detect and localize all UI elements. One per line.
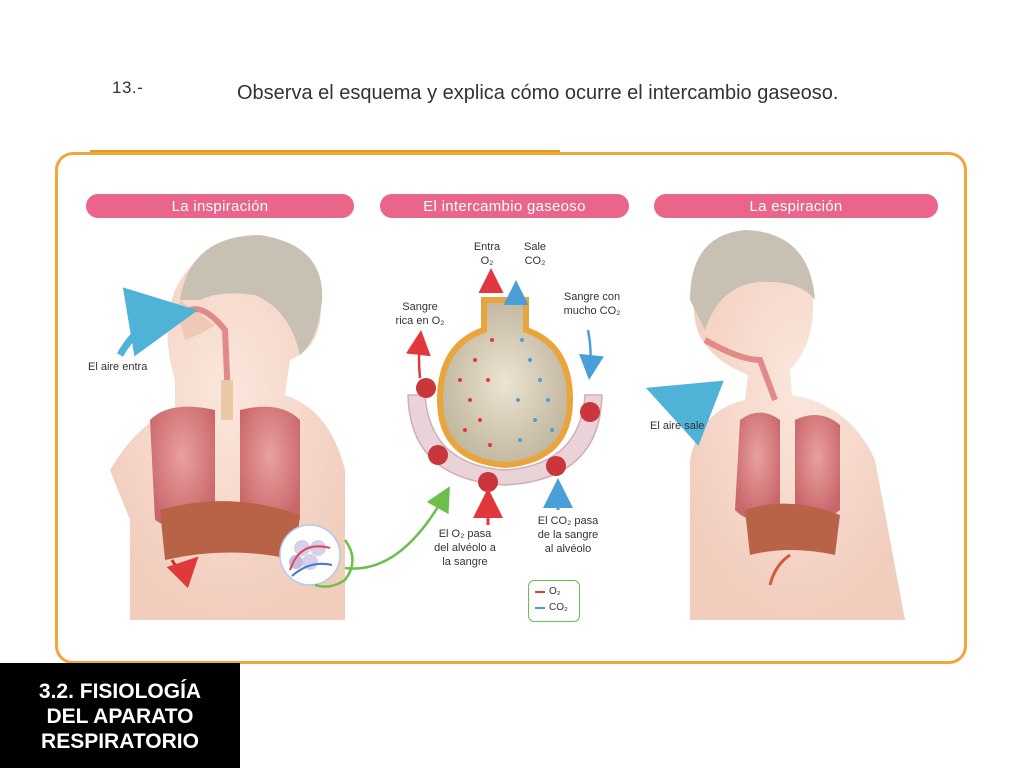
label-co2-rich-line2: mucho CO₂ — [563, 305, 621, 317]
label-co2-passes-line1: El CO₂ pasa — [537, 515, 599, 527]
legend-o2-label: O₂ — [549, 586, 561, 597]
label-air-exits: El aire sale — [650, 420, 705, 432]
legend-co2: CO₂ — [535, 602, 568, 613]
legend-co2-swatch — [535, 606, 545, 609]
label-blood-o2-rich: Sangre rica en O₂ — [384, 300, 456, 328]
label-co2-passes: El CO₂ pasa de la sangre al alvéolo — [526, 514, 610, 556]
label-exits-line1: Sale — [523, 241, 547, 253]
label-co2-passes-line3: al alvéolo — [544, 543, 592, 555]
header-expiration: La espiración — [654, 194, 938, 218]
alveolus-diagram — [405, 268, 604, 525]
label-enters-o2: Entra O₂ — [466, 240, 508, 268]
label-blood-co2-rich: Sangre con mucho CO₂ — [552, 290, 632, 318]
label-co2-rich-line1: Sangre con — [563, 291, 621, 303]
label-exits-line2: CO₂ — [524, 255, 546, 267]
question-underline — [90, 150, 560, 153]
question-number: 13.- — [112, 78, 144, 97]
label-o2-passes: El O₂ pasa del alvéolo a la sangre — [425, 527, 505, 569]
legend-o2-swatch — [535, 590, 545, 593]
label-enters-line2: O₂ — [480, 255, 494, 267]
inspiration-figure — [110, 235, 345, 620]
legend: O₂ CO₂ — [528, 580, 580, 622]
header-exchange: El intercambio gaseoso — [380, 194, 629, 218]
label-o2-rich-line1: Sangre — [402, 301, 438, 313]
legend-o2: O₂ — [535, 586, 561, 597]
label-o2-rich-line2: rica en O₂ — [395, 315, 445, 327]
label-co2-passes-line2: de la sangre — [537, 529, 599, 541]
label-enters-line1: Entra — [473, 241, 501, 253]
expiration-figure — [645, 230, 905, 620]
label-air-enters: El aire entra — [88, 361, 148, 373]
label-exits-co2: Sale CO₂ — [513, 240, 557, 268]
question-text: Observa el esquema y explica cómo ocurre… — [237, 82, 839, 104]
label-o2-passes-line2: del alvéolo a — [434, 542, 496, 554]
label-o2-passes-line3: la sangre — [442, 556, 488, 568]
header-inspiration: La inspiración — [86, 194, 354, 218]
legend-co2-label: CO₂ — [549, 602, 568, 613]
section-title-footer: 3.2. FISIOLOGÍA DEL APARATO RESPIRATORIO — [0, 663, 240, 768]
label-o2-passes-line1: El O₂ pasa — [438, 528, 492, 540]
